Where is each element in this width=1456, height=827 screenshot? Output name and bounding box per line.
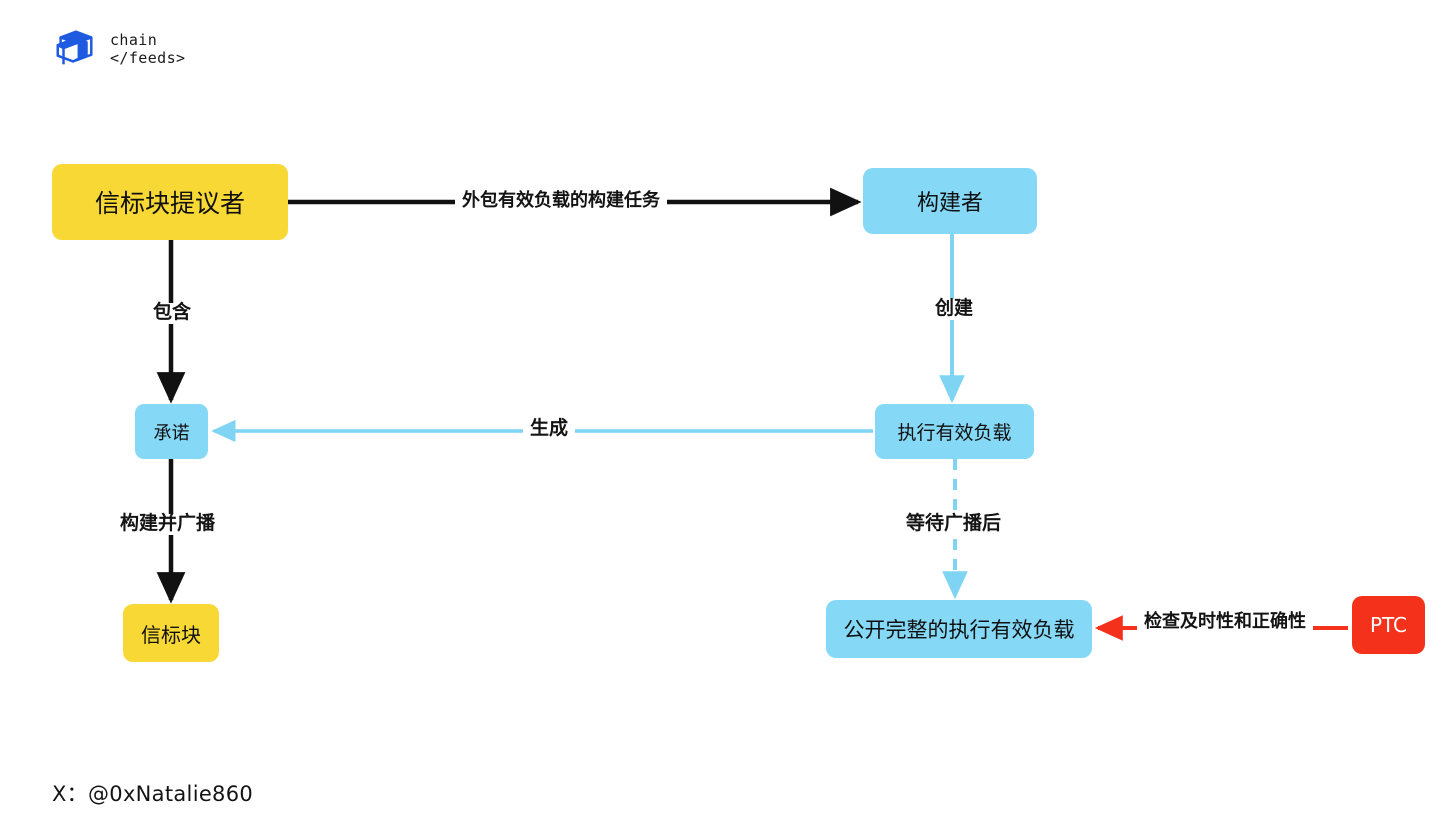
node-ptc[interactable]: PTC <box>1352 596 1425 654</box>
edge-label-contains: 包含 <box>146 302 199 324</box>
node-execution-payload[interactable]: 执行有效负载 <box>875 404 1034 459</box>
node-publish-full-execution-payload[interactable]: 公开完整的执行有效负载 <box>826 600 1092 658</box>
edge-label-build-and-broadcast: 构建并广播 <box>113 513 223 535</box>
edge-label-create: 创建 <box>928 298 981 320</box>
node-beacon-block-proposer[interactable]: 信标块提议者 <box>52 164 288 240</box>
brand-wordmark: chain </feeds> <box>110 31 185 68</box>
brand-logo: chain </feeds> <box>52 26 185 72</box>
brand-line-1: chain <box>110 30 158 49</box>
edge-label-after-broadcast: 等待广播后 <box>899 513 1009 535</box>
node-builder[interactable]: 构建者 <box>863 168 1037 234</box>
brand-line-2: </feeds> <box>110 49 186 67</box>
edge-label-generate: 生成 <box>523 418 576 440</box>
edge-label-check-timeliness-correctness: 检查及时性和正确性 <box>1137 611 1313 632</box>
node-commitment[interactable]: 承诺 <box>135 404 208 459</box>
author-handle: X：@0xNatalie860 <box>52 782 254 806</box>
cube-logo-icon <box>52 26 98 72</box>
node-beacon-block[interactable]: 信标块 <box>123 604 219 662</box>
edge-label-outsource-payload-build: 外包有效负载的构建任务 <box>455 190 667 211</box>
